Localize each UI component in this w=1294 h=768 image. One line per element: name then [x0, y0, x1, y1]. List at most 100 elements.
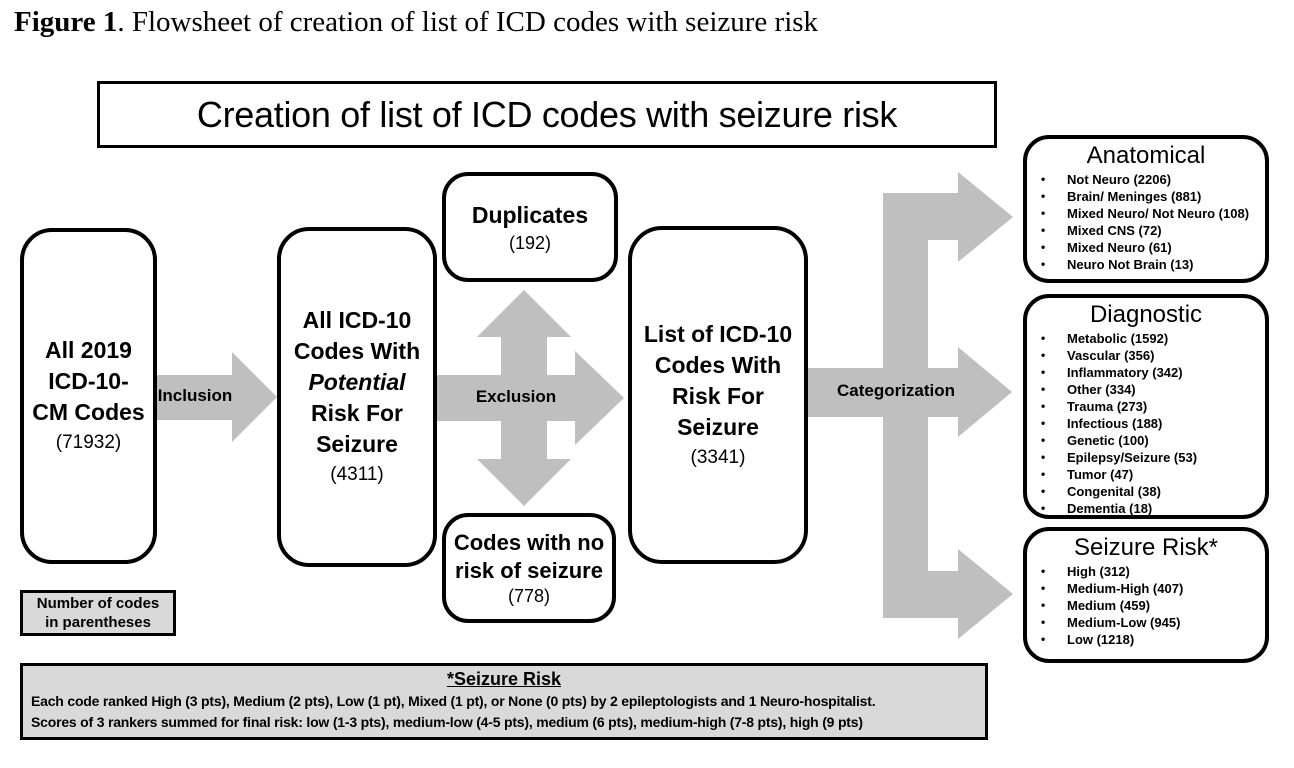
box-text-line: Codes With: [293, 338, 421, 364]
category-item-label: Neuro Not Brain (13): [1067, 257, 1194, 272]
category-item: • Tumor (47): [1041, 466, 1261, 483]
seizure-risk-list-box: List of ICD-10 Codes With Risk For Seizu…: [628, 226, 808, 564]
potential-risk-codes-box: All ICD-10 Codes With Potential Risk For…: [277, 227, 437, 567]
anatomical-category-box: Anatomical • Not Neuro (2206) • Brain/ Men…: [1023, 135, 1269, 283]
category-title: Seizure Risk*: [1073, 534, 1219, 561]
category-item: • Brain/ Meninges (881): [1041, 188, 1261, 205]
diagnostic-category-list: •Metabolic (1592) •Vascular (356) •Infla…: [1027, 330, 1265, 516]
exclusion-cross-arrow: [437, 290, 624, 506]
category-item-label: Congenital (38): [1067, 484, 1161, 499]
bullet-icon: •: [1041, 598, 1046, 612]
seizure-risk-category-box: Seizure Risk* •High (312) •Medium-High (…: [1023, 527, 1269, 663]
category-item-label: Other (334): [1067, 382, 1136, 397]
bullet-icon: •: [1041, 467, 1046, 481]
category-item: •Inflammatory (342): [1041, 364, 1261, 381]
no-risk-codes-box: Codes with no risk of seizure (778): [442, 513, 616, 623]
category-item-label: Inflammatory (342): [1067, 365, 1183, 380]
box-text-line: Codes With: [654, 351, 782, 378]
bullet-icon: •: [1041, 416, 1046, 430]
bullet-icon: •: [1041, 484, 1046, 498]
category-title: Anatomical: [1086, 142, 1206, 169]
box-text-line: Seizure: [316, 431, 398, 457]
box-text-line: All 2019: [45, 337, 132, 363]
box-text-line: All ICD-10: [302, 307, 412, 333]
bullet-icon: •: [1041, 240, 1046, 254]
category-item-label: Vascular (356): [1067, 348, 1155, 363]
category-item: • Epilepsy/Seizure (53): [1041, 449, 1261, 466]
category-item-label: Epilepsy/Seizure (53): [1067, 450, 1198, 465]
bullet-icon: •: [1041, 206, 1046, 220]
diagnostic-category-box: Diagnostic • Metabolic (1592) • Vascular (…: [1023, 294, 1269, 519]
bullet-icon: •: [1041, 632, 1046, 646]
seizure-risk-category-list: •High (312) •Medium-High (407) •Medium (…: [1027, 563, 1265, 648]
bullet-icon: •: [1041, 450, 1046, 464]
category-item: •Mixed Neuro/ Not Neuro (108): [1041, 205, 1261, 222]
bullet-icon: •: [1041, 564, 1046, 578]
legend-note-line: Number of codes: [36, 595, 160, 612]
box-text-line: Codes with no: [453, 529, 605, 555]
anatomical-category-list: • Not Neuro (2206) • Brain/ Meninges (881)…: [1027, 171, 1265, 273]
diagram-title: Creation of list of ICD codes with seizu…: [196, 93, 898, 135]
category-item-label: High (312): [1067, 564, 1130, 579]
box-text-line: Risk For: [671, 382, 765, 409]
box-text-line: risk of seizure: [455, 557, 603, 583]
category-item: •Neuro Not Brain (13): [1041, 256, 1261, 273]
footnote-line: Each code ranked High (3 pts), Medium (2…: [31, 693, 876, 709]
category-item: • Not Neuro (2206): [1041, 171, 1261, 188]
category-item: • Metabolic (1592): [1041, 330, 1261, 347]
category-item-label: Mixed CNS (72): [1067, 223, 1162, 238]
box-text-italic-line: Potential: [308, 369, 406, 395]
box-count: (4311): [330, 464, 384, 485]
bullet-icon: •: [1041, 433, 1046, 447]
bullet-icon: •: [1041, 172, 1046, 186]
box-count: (71932): [55, 432, 122, 453]
category-item: •Medium-High (407): [1041, 580, 1261, 597]
inclusion-arrow: [157, 352, 277, 442]
footnote-line: Scores of 3 rankers summed for final ris…: [31, 714, 863, 730]
category-item: • Congenital (38): [1041, 483, 1261, 500]
category-item-label: Medium-High (407): [1067, 581, 1184, 596]
bullet-icon: •: [1041, 399, 1046, 413]
bullet-icon: •: [1041, 223, 1046, 237]
box-count: (3341): [690, 446, 746, 468]
category-item-label: Mixed Neuro (61): [1067, 240, 1172, 255]
footnote-title: *Seizure Risk: [446, 669, 562, 689]
category-item-label: Not Neuro (2206): [1067, 172, 1172, 187]
box-text-line: CM Codes: [32, 399, 145, 425]
box-text-line: Seizure: [677, 413, 759, 440]
box-count: (192): [508, 232, 552, 253]
bullet-icon: •: [1041, 615, 1046, 629]
inclusion-arrow-label: Inclusion: [157, 386, 233, 405]
box-count: (778): [507, 585, 551, 606]
category-item-label: Dementia (18): [1067, 501, 1153, 516]
category-item-label: Metabolic (1592): [1067, 331, 1169, 346]
category-item-label: Tumor (47): [1067, 467, 1134, 482]
box-text-line: List of ICD-10: [643, 320, 793, 347]
figure-caption-number: Figure 1: [14, 6, 118, 38]
category-item-label: Brain/ Meninges (881): [1067, 189, 1202, 204]
bullet-icon: •: [1041, 501, 1046, 515]
diagram-title-box: Creation of list of ICD codes with seizu…: [97, 81, 997, 148]
category-item: • Other (334): [1041, 381, 1261, 398]
exclusion-arrow-label: Exclusion: [475, 387, 557, 406]
figure-caption: Figure 1. Flowsheet of creation of list …: [14, 6, 818, 39]
category-item-label: Genetic (100): [1067, 433, 1149, 448]
category-item: • Mixed CNS (72): [1041, 222, 1261, 239]
category-item: •Low (1218): [1041, 631, 1261, 648]
category-item: • Medium (459): [1041, 597, 1261, 614]
legend-note-line: in parentheses: [45, 614, 151, 631]
category-title: Diagnostic: [1089, 301, 1203, 328]
category-item-label: Medium (459): [1067, 598, 1151, 613]
box-text-line: Risk For: [310, 400, 404, 426]
bullet-icon: •: [1041, 189, 1046, 203]
categorization-arrow-label: Categorization: [836, 381, 956, 400]
duplicates-box: Duplicates (192): [442, 172, 618, 282]
category-item: •Medium-Low (945): [1041, 614, 1261, 631]
category-item-label: Infectious (188): [1067, 416, 1163, 431]
bullet-icon: •: [1041, 382, 1046, 396]
bullet-icon: •: [1041, 331, 1046, 345]
category-item: •Trauma (273): [1041, 398, 1261, 415]
categorization-branch-arrow: [807, 172, 1013, 639]
